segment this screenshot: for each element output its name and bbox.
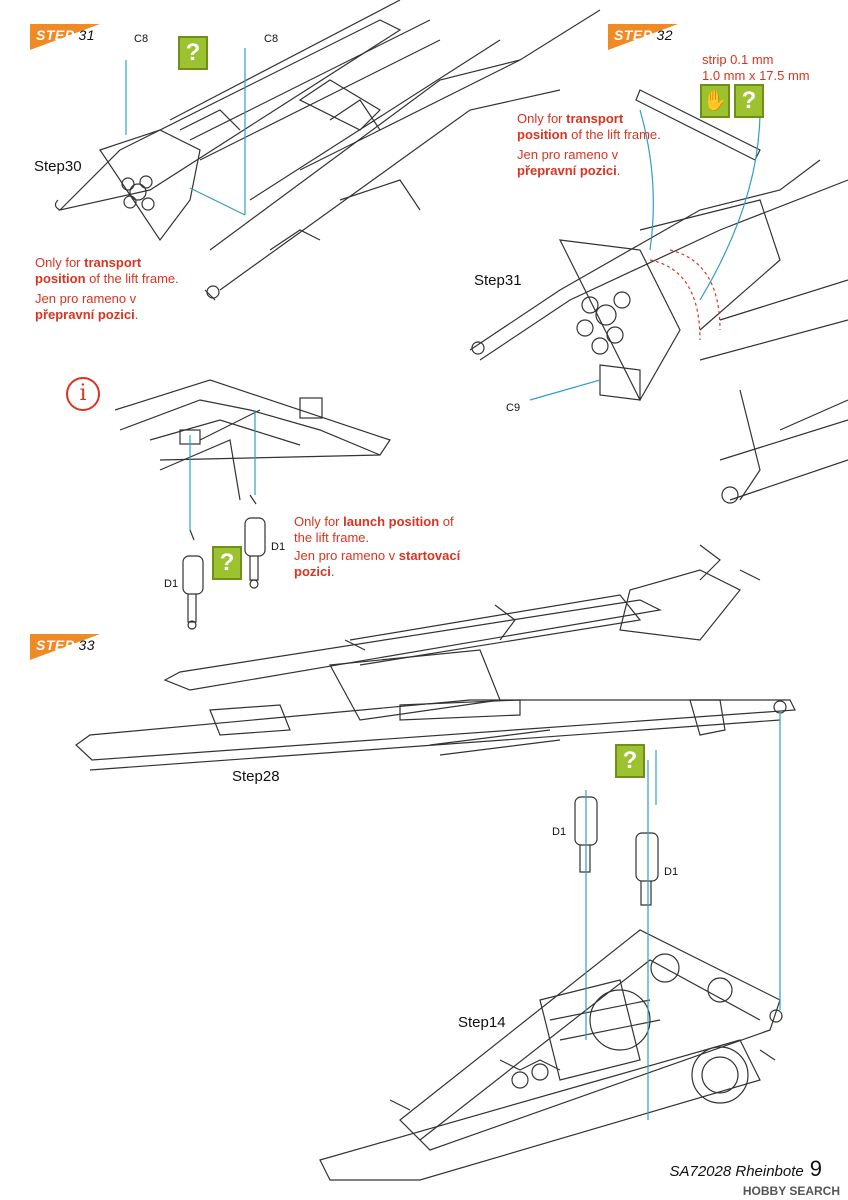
info-icon: i bbox=[66, 377, 100, 411]
question-icon: ? bbox=[734, 84, 764, 118]
transport-note-right: Only for transport position of the lift … bbox=[517, 111, 677, 179]
step14-trailer-drawing bbox=[319, 929, 783, 1181]
part-label-d1: D1 bbox=[271, 541, 286, 553]
note-english: Only for launch position of the lift fra… bbox=[294, 514, 454, 545]
step33-frame-rocket-drawing bbox=[75, 544, 796, 906]
step-31-tag: STEP 31 bbox=[30, 24, 118, 50]
part-label-c9: C9 bbox=[506, 402, 521, 414]
strip-line-1: strip 0.1 mm bbox=[702, 52, 774, 67]
step-number: 33 bbox=[78, 637, 96, 653]
part-label-d1: D1 bbox=[664, 866, 679, 878]
question-icon: ? bbox=[178, 36, 208, 70]
question-icon: ? bbox=[212, 546, 242, 580]
part-label-d1: D1 bbox=[552, 826, 567, 838]
step-ref-step30: Step30 bbox=[34, 158, 82, 175]
note-czech: Jen pro rameno v přepravní pozici. bbox=[517, 147, 621, 178]
step-word: STEP bbox=[36, 27, 75, 43]
step31-rocket-frame-drawing bbox=[54, 0, 601, 301]
part-label-d1: D1 bbox=[164, 578, 179, 590]
step-ref-step14: Step14 bbox=[458, 1014, 506, 1031]
step-word: STEP bbox=[36, 637, 75, 653]
step-ref-step31: Step31 bbox=[474, 272, 522, 289]
page-footer: SA72028 Rheinbote 9 bbox=[669, 1156, 822, 1182]
part-label-c8: C8 bbox=[134, 33, 149, 45]
step-32-tag: STEP 32 bbox=[608, 24, 696, 50]
watermark: HOBBY SEARCH bbox=[742, 1184, 840, 1198]
strip-note: strip 0.1 mm 1.0 mm x 17.5 mm bbox=[702, 52, 832, 84]
part-label-c8: C8 bbox=[264, 33, 279, 45]
step-33-tag: STEP 33 bbox=[30, 634, 118, 660]
note-english: Only for transport position of the lift … bbox=[35, 255, 179, 286]
note-czech: Jen pro rameno v přepravní pozici. bbox=[35, 291, 139, 322]
note-czech: Jen pro rameno v startovací pozici. bbox=[294, 548, 461, 579]
hand-icon: ✋ bbox=[700, 84, 730, 118]
step-word: STEP bbox=[614, 27, 653, 43]
launch-frame-detail-drawing bbox=[114, 379, 391, 630]
launch-note: Only for launch position of the lift fra… bbox=[294, 514, 469, 580]
step32-rocket-frame-drawing bbox=[469, 89, 848, 504]
transport-note-left: Only for transport position of the lift … bbox=[35, 255, 195, 323]
question-icon: ? bbox=[615, 744, 645, 778]
step-number: 32 bbox=[656, 27, 674, 43]
kit-title: SA72028 Rheinbote bbox=[669, 1163, 804, 1180]
strip-line-2: 1.0 mm x 17.5 mm bbox=[702, 68, 810, 83]
step-ref-step28: Step28 bbox=[232, 768, 280, 785]
page-number: 9 bbox=[809, 1156, 822, 1181]
step-number: 31 bbox=[78, 27, 96, 43]
note-english: Only for transport position of the lift … bbox=[517, 111, 661, 142]
